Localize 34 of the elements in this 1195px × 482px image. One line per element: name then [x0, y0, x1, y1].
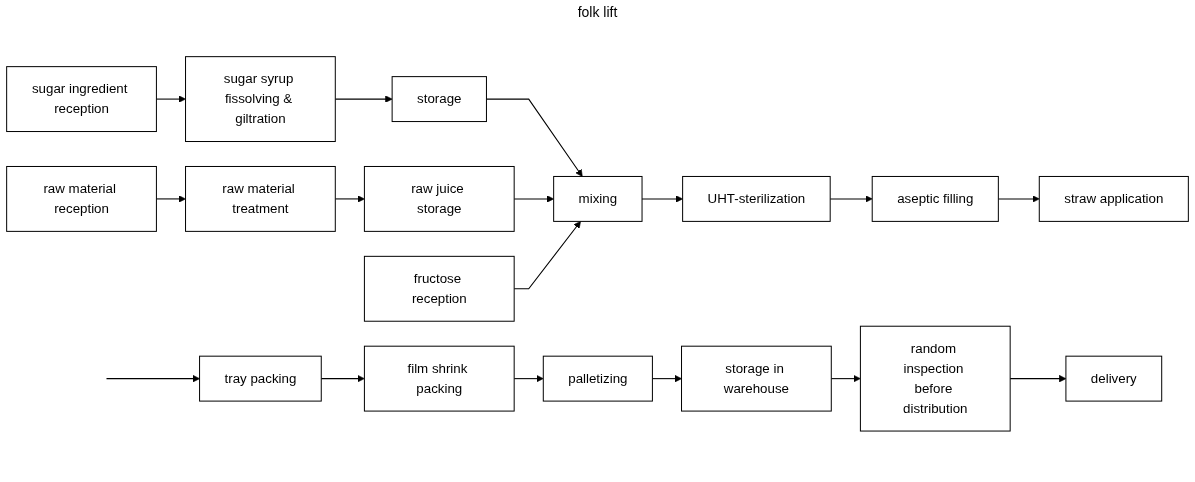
arrow	[334, 195, 365, 203]
arrow	[320, 375, 365, 383]
arrow	[513, 221, 581, 290]
arrow	[830, 375, 861, 383]
arrow	[513, 195, 554, 203]
node-box: UHT-sterilization	[682, 176, 831, 223]
arrow	[334, 95, 393, 103]
node-box: raw material treatment	[185, 166, 336, 232]
node-box: fructose reception	[363, 255, 515, 322]
node-box: mixing	[553, 176, 643, 223]
arrow	[485, 98, 583, 177]
arrow	[513, 375, 544, 383]
arrow	[155, 195, 186, 203]
arrow	[651, 375, 682, 383]
node-box: film shrink packing	[363, 345, 515, 412]
node-box: palletizing	[542, 355, 653, 402]
note-text: folk lift	[577, 4, 618, 20]
node-box: aseptic filling	[871, 176, 999, 223]
node-box: raw material reception	[6, 166, 157, 232]
node-box: sugar syrup fissolving & giltration	[185, 56, 336, 143]
node-box: delivery	[1065, 355, 1163, 402]
node-box: sugar ingredient reception	[6, 66, 157, 133]
node-box: storage in warehouse	[681, 345, 832, 412]
node-box: straw application	[1038, 176, 1189, 223]
arrow	[1009, 375, 1067, 383]
node-box: storage	[391, 76, 487, 123]
arrow	[997, 195, 1040, 203]
arrow	[155, 95, 186, 103]
arrow	[641, 195, 683, 203]
arrow	[829, 195, 873, 203]
arrow	[105, 375, 200, 383]
node-box: raw juice storage	[363, 166, 515, 232]
node-box: random inspection before distribution	[859, 325, 1011, 432]
node-box: tray packing	[199, 355, 322, 402]
